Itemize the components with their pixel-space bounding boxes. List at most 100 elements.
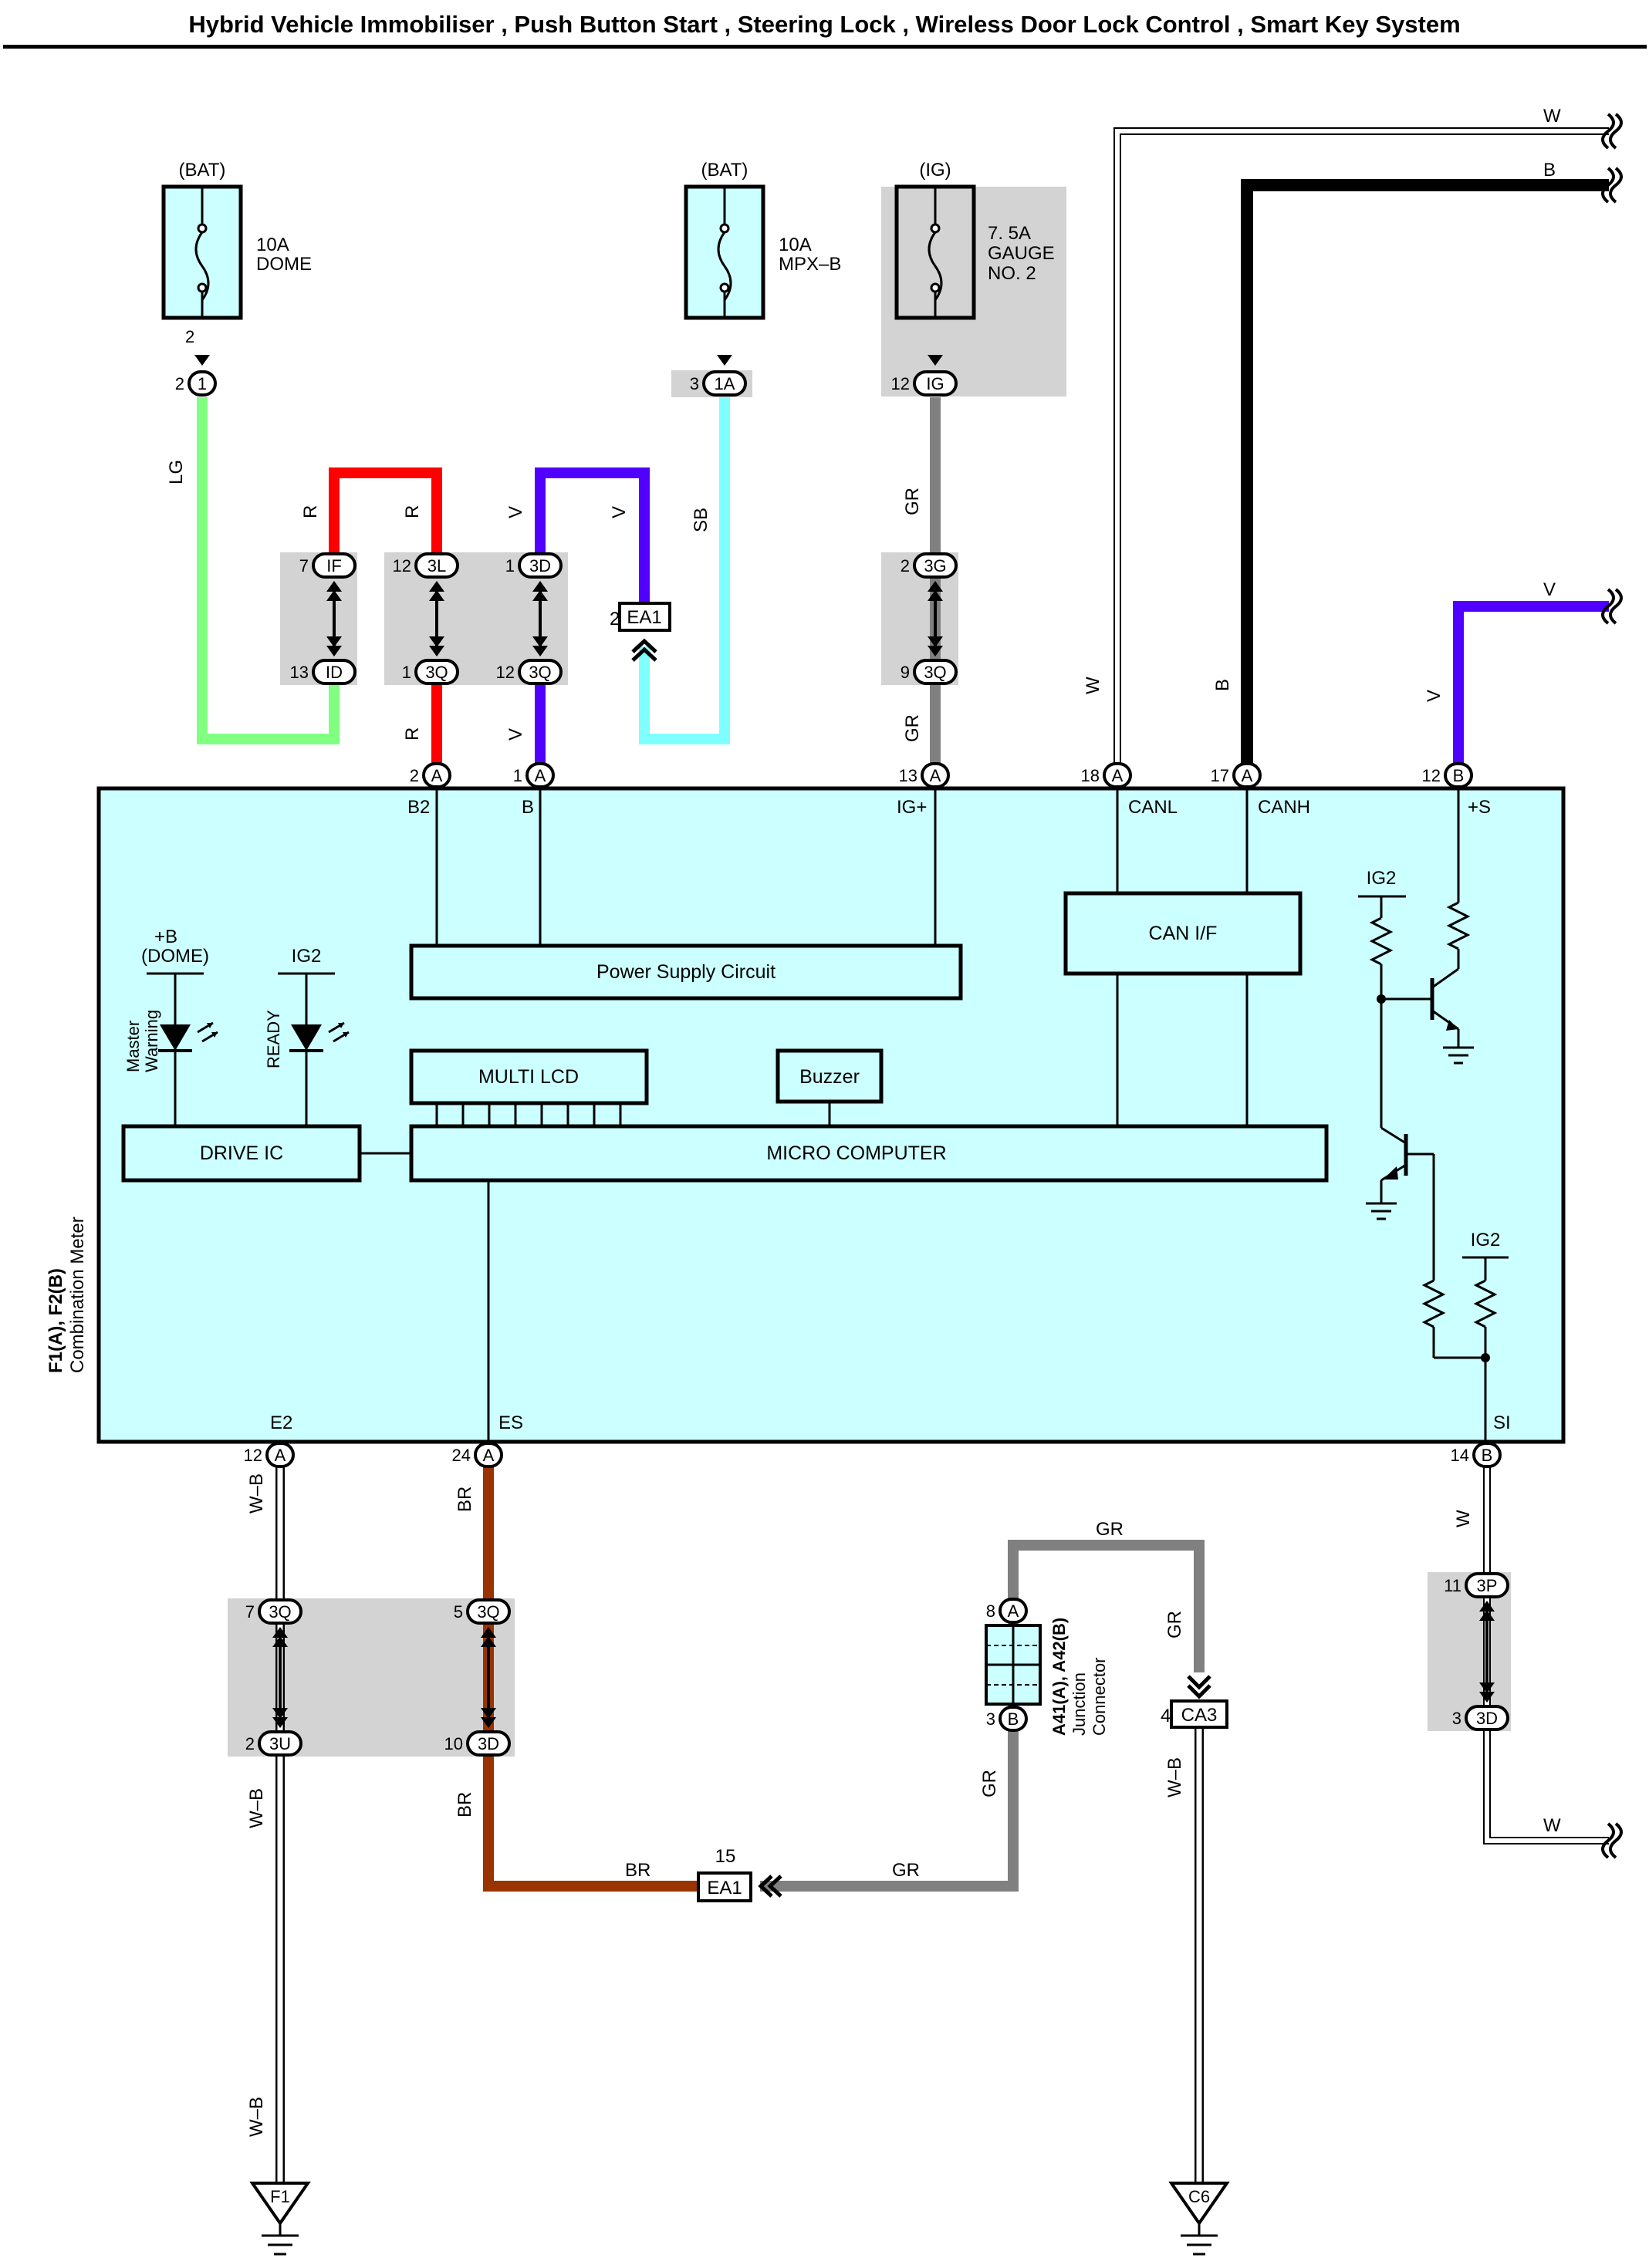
ig2-label-right-bottom: IG2 <box>1471 1230 1501 1250</box>
fuse-gauge-number: NO. 2 <box>988 263 1036 284</box>
wire-label-b: B <box>1543 160 1556 181</box>
svg-text:Master: Master <box>123 1021 143 1072</box>
wire-v <box>535 467 650 602</box>
micro-computer-box <box>409 1124 1329 1183</box>
junction-dot <box>1377 994 1386 1004</box>
transistor-arrow-2 <box>1383 1166 1398 1180</box>
wire-gr-bottom <box>760 1540 1205 1892</box>
meter-pin-names: B2 B IG+ CANL CANH +S E2 ES SI <box>270 797 1511 1433</box>
svg-text:3P: 3P <box>1477 1576 1498 1595</box>
double-arrow <box>429 581 444 656</box>
fuse-gauge: (IG) 7. 5A GAUGE NO. 2 <box>894 160 1055 320</box>
wire-label-r: R <box>402 505 423 518</box>
double-arrow <box>532 581 548 656</box>
connector-mB14: B14 <box>1451 1442 1502 1468</box>
wire-label-w: W <box>1543 1815 1561 1836</box>
svg-text:11: 11 <box>1444 1576 1461 1595</box>
fuse-gauge-rating: 7. 5A <box>988 223 1031 244</box>
svg-text:3Q: 3Q <box>529 663 551 682</box>
double-arrow <box>326 581 342 656</box>
meter-name-line1: F1(A), F2(B) <box>46 1268 66 1373</box>
transistor-circuits <box>1358 895 1509 1442</box>
buzzer-box <box>776 1048 884 1104</box>
connector-c1a: 1A3 <box>690 370 747 397</box>
svg-text:B: B <box>1453 766 1465 785</box>
wire-label-w: W <box>1083 677 1103 694</box>
svg-text:15: 15 <box>715 1846 736 1867</box>
conn-3p-shade <box>1428 1572 1511 1731</box>
wire-label-wb: W–B <box>246 2097 267 2137</box>
ready-led: IG2 READY <box>264 946 350 1068</box>
connector-c1f: IF7 <box>299 552 356 579</box>
svg-text:8: 8 <box>986 1601 995 1621</box>
ig2-label-right-top: IG2 <box>1367 868 1397 889</box>
svg-text:3U: 3U <box>269 1734 291 1753</box>
wire-label-gr: GR <box>1164 1611 1185 1639</box>
svg-text:READY: READY <box>264 1010 283 1068</box>
svg-text:ES: ES <box>498 1412 523 1433</box>
connector-mA18: A18 <box>1081 762 1132 788</box>
svg-text:2: 2 <box>410 766 419 785</box>
svg-text:10: 10 <box>444 1734 463 1753</box>
svg-text:C6: C6 <box>1188 2187 1210 2206</box>
fuse-dome: (BAT) 10A DOME <box>161 160 312 320</box>
connector-arrows <box>272 581 1495 1728</box>
wire-label-gr: GR <box>902 488 923 515</box>
can-if-box <box>1063 891 1303 976</box>
combination-meter-box <box>96 786 1566 1444</box>
multi-lcd-label: MULTI LCD <box>478 1066 579 1088</box>
svg-text:+B: +B <box>154 926 177 947</box>
svg-text:3D: 3D <box>529 556 551 575</box>
svg-text:A: A <box>275 1446 286 1465</box>
svg-text:EA1: EA1 <box>707 1878 742 1898</box>
svg-text:A: A <box>1112 766 1124 785</box>
wire-label-br: BR <box>454 1487 475 1512</box>
connector-mA1: A1 <box>513 762 555 788</box>
connector-mA24: A24 <box>452 1442 503 1468</box>
svg-text:A41(A), A42(B): A41(A), A42(B) <box>1049 1618 1069 1736</box>
wire-label-gr: GR <box>979 1770 1000 1797</box>
svg-text:13: 13 <box>899 766 917 785</box>
wire-label-gr: GR <box>902 714 923 742</box>
svg-text:3G: 3G <box>924 556 946 575</box>
svg-text:2: 2 <box>610 609 620 629</box>
connector-c1: 12 <box>175 370 217 397</box>
connector-mA12: A 12 <box>244 1442 295 1468</box>
svg-text:CANL: CANL <box>1128 797 1178 818</box>
connector-c3p: 3P 11 <box>1444 1572 1509 1598</box>
svg-text:3Q: 3Q <box>425 663 448 682</box>
svg-text:13: 13 <box>290 663 309 682</box>
svg-text:14: 14 <box>1451 1446 1469 1465</box>
svg-text:CANH: CANH <box>1258 797 1310 818</box>
fuse-dome-rating: 10A <box>256 235 289 255</box>
transistor-arrow <box>1446 1020 1458 1031</box>
wire-label-r: R <box>300 505 321 518</box>
wire-w-top <box>1115 129 1609 764</box>
wire-label-v: V <box>505 506 526 518</box>
svg-text:2: 2 <box>185 327 194 346</box>
connector-c3q9: 3Q9 <box>901 659 958 685</box>
svg-text:12: 12 <box>891 374 910 393</box>
wire-label-br: BR <box>625 1860 650 1881</box>
wire-label-b: B <box>1212 679 1233 691</box>
svg-text:7: 7 <box>245 1602 255 1622</box>
fuse-dome-supply: (BAT) <box>179 160 226 181</box>
svg-text:A: A <box>1242 766 1253 785</box>
svg-text:4: 4 <box>1161 1706 1171 1726</box>
svg-text:2: 2 <box>901 556 910 575</box>
svg-text:F1: F1 <box>270 2187 290 2206</box>
title-rule <box>3 45 1647 49</box>
svg-text:2: 2 <box>175 374 184 393</box>
svg-text:1: 1 <box>513 766 522 785</box>
connector-c3g: 3G 2 <box>901 552 958 579</box>
svg-text:12: 12 <box>244 1446 262 1465</box>
svg-text:3Q: 3Q <box>924 663 946 682</box>
connector-c3u: 3U2 <box>245 1730 302 1757</box>
wire-label-br: BR <box>454 1792 475 1817</box>
svg-text:3D: 3D <box>1476 1709 1498 1728</box>
meter-blocks: Power Supply Circuit CAN I/F MULTI LCD B… <box>121 891 1329 1183</box>
